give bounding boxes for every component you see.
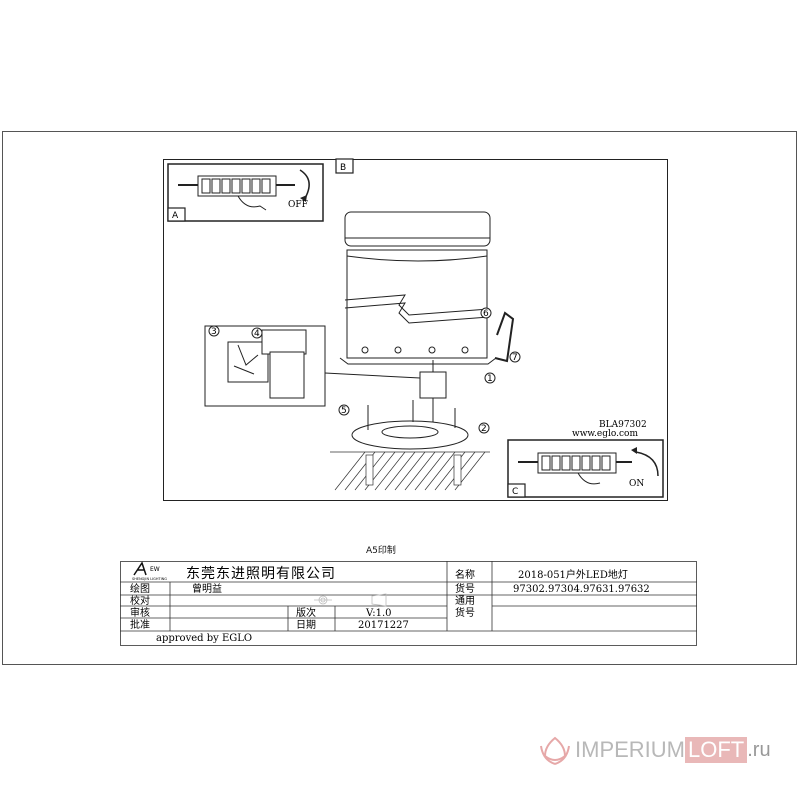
approve-label: 批准: [130, 618, 150, 631]
allen-key: [494, 311, 515, 363]
common-label: 通用: [455, 595, 475, 607]
date-value: 20171227: [358, 620, 409, 631]
outer-frame: [2, 131, 797, 665]
off-label: OFF: [288, 200, 308, 210]
step-2-marker: 2: [481, 424, 487, 434]
common-item-label: 货号: [455, 606, 475, 619]
title-block: EW SHENGJIN LIGHTING 东莞东进照明有限公司 绘图 曾明益 校…: [120, 561, 697, 646]
step-3-marker: 3: [211, 327, 217, 337]
approved-by: approved by EGLO: [156, 633, 252, 644]
website: www.eglo.com: [572, 429, 638, 439]
drawing-frame: [163, 159, 668, 501]
item-no-label: 货号: [455, 582, 475, 595]
step-4-marker: 4: [254, 329, 260, 339]
wiring-detail: [204, 325, 421, 407]
panel-a-letter: A: [172, 211, 179, 221]
version-value: V:1.0: [365, 608, 392, 619]
company-name: 东莞东进照明有限公司: [186, 566, 336, 582]
panel-b-letter: B: [340, 163, 346, 173]
panel-c-letter: C: [512, 487, 518, 497]
panel-ab-switch-off: B A OFF: [167, 158, 354, 222]
company-logo: EW SHENGJIN LIGHTING: [132, 561, 167, 581]
model-code: BLA97302: [599, 420, 647, 430]
watermark: IMPERIUM LOFT .ru: [535, 732, 771, 768]
on-label: ON: [629, 479, 644, 489]
svg-text:EW: EW: [150, 566, 160, 573]
watermark-part1: IMPERIUM: [575, 737, 685, 762]
drawn-by-label: 绘图: [130, 582, 150, 595]
svg-text:SHENGJIN LIGHTING: SHENGJIN LIGHTING: [132, 577, 167, 581]
ground-hatching: [330, 451, 490, 491]
date-label: 日期: [296, 619, 316, 631]
watermark-logo-icon: [540, 736, 570, 765]
drawn-by-value: 曾明益: [192, 582, 222, 595]
check-label: 校对: [130, 594, 150, 607]
bollard-lamp: [339, 211, 497, 365]
projection-symbol: [314, 593, 387, 607]
step-1-marker: 1: [487, 374, 493, 384]
version-label: 版次: [296, 606, 316, 619]
step-5-marker: 5: [341, 406, 347, 416]
review-label: 审核: [130, 606, 150, 619]
terminal-block-off: [178, 169, 310, 211]
watermark-part3: .ru: [747, 738, 771, 761]
mounting-plate: [338, 400, 490, 450]
panel-c-switch-on: C: [507, 439, 664, 498]
name-value: 2018-051户外LED地灯: [518, 568, 628, 581]
print-note: A5印制: [366, 546, 396, 556]
step-7-marker: 7: [512, 353, 518, 363]
step-6-marker: 6: [483, 309, 489, 319]
watermark-part2: LOFT: [685, 737, 748, 763]
name-label: 名称: [455, 568, 475, 581]
junction-box: [419, 360, 447, 430]
item-no-value: 97302.97304.97631.97632: [513, 584, 650, 595]
